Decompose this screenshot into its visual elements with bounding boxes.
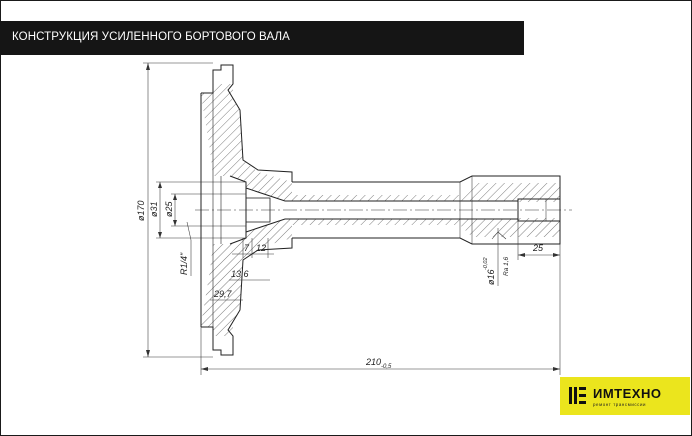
shaft-outline (200, 64, 561, 356)
logo-name: ИМТЕХНО (593, 386, 662, 401)
section-hatching (201, 84, 560, 336)
dimension-lines (143, 62, 561, 375)
dim-overall-length: 210-0,5 (365, 357, 392, 370)
dim-overall-tolerance: -0,5 (381, 364, 392, 370)
dim-length-7: 7 (244, 243, 250, 253)
page-title: КОНСТРУКЦИЯ УСИЛЕННОГО БОРТОВОГО ВАЛА (12, 31, 290, 43)
dim-length-29-7: 29,7 (213, 289, 233, 299)
dim-length-25: 25 (532, 243, 544, 253)
dim-thread-r14: R1/4" (179, 252, 189, 275)
logo-icon (569, 387, 586, 404)
dimension-arrows (146, 63, 560, 371)
header-bar: КОНСТРУКЦИЯ УСИЛЕННОГО БОРТОВОГО ВАЛА (0, 21, 524, 55)
logo-tagline: ремонт трансмиссии (593, 402, 647, 407)
dim-overall-value: 210 (365, 357, 381, 367)
dim-diameter-16: ø16 (486, 269, 496, 285)
dim-diameter-31: ø31 (149, 201, 159, 217)
dim-diameter-16-tolerance: -0,02 (483, 257, 489, 270)
dim-length-13-6: 13,6 (231, 269, 249, 279)
surface-roughness: Ra 1,6 (503, 256, 510, 276)
dim-diameter-25: ø25 (164, 200, 174, 217)
dim-length-12: 12 (256, 243, 266, 253)
dim-diameter-170: ø170 (136, 200, 146, 221)
logo-badge: ИМТЕХНО ремонт трансмиссии (560, 377, 690, 415)
